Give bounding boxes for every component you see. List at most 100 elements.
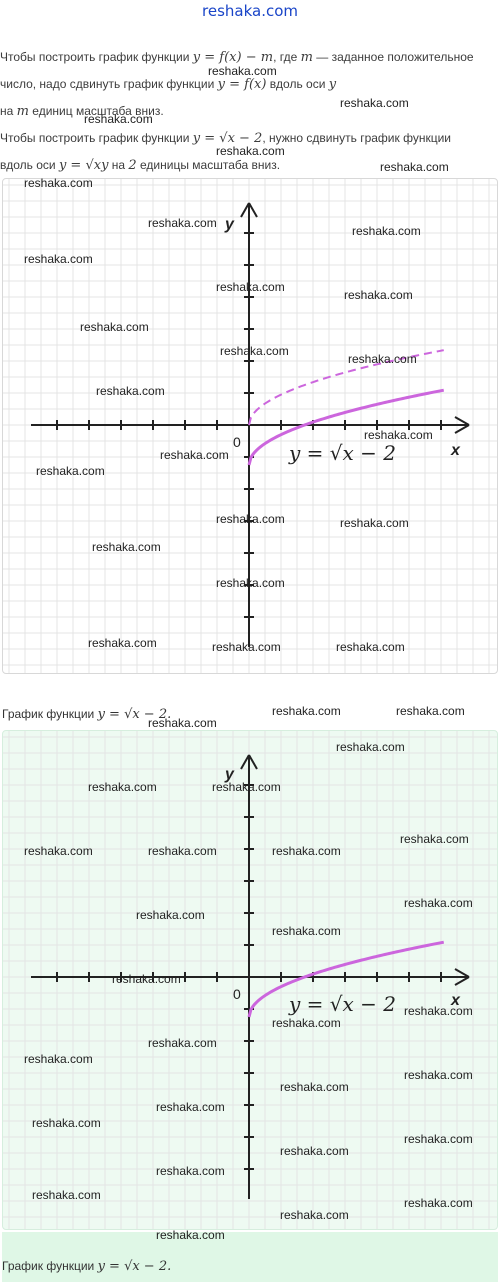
text-fragment: , где: [273, 50, 301, 64]
watermark: reshaka.com: [400, 832, 469, 846]
watermark: reshaka.com: [32, 1116, 101, 1130]
y-axis-label: y: [224, 766, 235, 783]
watermark: reshaka.com: [396, 704, 465, 718]
watermark: reshaka.com: [88, 780, 157, 794]
watermark: reshaka.com: [364, 428, 433, 442]
watermark: reshaka.com: [336, 740, 405, 754]
text-fragment: на: [108, 158, 129, 172]
math-formula: y = √x − 2: [192, 131, 263, 146]
watermark: reshaka.com: [220, 344, 289, 358]
paragraph-specific-shift: Чтобы построить график функции y = √x − …: [0, 125, 496, 179]
watermark: reshaka.com: [344, 288, 413, 302]
text-fragment: единиц масштаба вниз.: [28, 104, 164, 118]
watermark: reshaka.com: [336, 640, 405, 654]
watermark: reshaka.com: [216, 576, 285, 590]
watermark: reshaka.com: [24, 176, 93, 190]
text-fragment: , нужно сдвинуть график функции: [262, 131, 451, 145]
watermark: reshaka.com: [88, 636, 157, 650]
math-formula: y: [101, 158, 109, 173]
watermark: reshaka.com: [148, 844, 217, 858]
watermark: reshaka.com: [148, 1036, 217, 1050]
explanation-text: Чтобы построить график функции y = f(x) …: [0, 44, 496, 179]
origin-label: 0: [233, 986, 241, 1002]
watermark: reshaka.com: [272, 704, 341, 718]
watermark: reshaka.com: [148, 716, 217, 730]
graph-figure-2: y x 0 y = √x − 2: [2, 730, 498, 1230]
figure-caption-2: График функции y = √x − 2.: [2, 1232, 498, 1282]
watermark: reshaka.com: [272, 1016, 341, 1030]
watermark: reshaka.com: [24, 844, 93, 858]
watermark: reshaka.com: [148, 216, 217, 230]
math-formula: y = √x: [58, 158, 102, 173]
x-axis-arrow: [454, 416, 470, 434]
caption-text: График функции: [2, 707, 98, 721]
watermark: reshaka.com: [36, 464, 105, 478]
y-axis-arrow: [240, 202, 258, 218]
text-fragment: единицы масштаба вниз.: [136, 158, 281, 172]
watermark: reshaka.com: [208, 64, 277, 78]
axes: [31, 754, 470, 1199]
y-axis-arrow: [240, 754, 258, 770]
site-header-link[interactable]: reshaka.com: [202, 2, 298, 20]
function-label: y = √x − 2: [288, 441, 396, 465]
watermark: reshaka.com: [404, 1004, 473, 1018]
watermark: reshaka.com: [32, 1188, 101, 1202]
math-formula: y: [328, 77, 337, 92]
math-formula: 2: [128, 158, 137, 173]
figure-caption-1: График функции y = √x − 2.: [2, 704, 171, 725]
text-fragment: — заданное положительное число, надо сдв…: [0, 50, 474, 91]
watermark: reshaka.com: [404, 896, 473, 910]
watermark: reshaka.com: [380, 160, 449, 174]
text-fragment: на: [0, 104, 17, 118]
text-fragment: вдоль оси: [0, 158, 59, 172]
curve-sqrt-x-minus-2: [247, 388, 445, 466]
paragraph-shift-rule: Чтобы построить график функции y = f(x) …: [0, 44, 496, 125]
watermark: reshaka.com: [340, 96, 409, 110]
math-formula: m: [16, 104, 29, 119]
watermark: reshaka.com: [280, 1144, 349, 1158]
caption-math: y = √x − 2.: [97, 1259, 172, 1274]
watermark: reshaka.com: [404, 1196, 473, 1210]
watermark: reshaka.com: [96, 384, 165, 398]
watermark: reshaka.com: [156, 1228, 225, 1242]
text-fragment: Чтобы построить график функции: [0, 131, 193, 145]
text-fragment: вдоль оси: [266, 77, 329, 91]
watermark: reshaka.com: [80, 320, 149, 334]
curve-sqrt-x-minus-2: [247, 940, 445, 1018]
watermark: reshaka.com: [404, 1132, 473, 1146]
watermark: reshaka.com: [156, 1164, 225, 1178]
x-axis-arrow: [454, 968, 470, 986]
watermark: reshaka.com: [160, 448, 229, 462]
origin-label: 0: [233, 434, 241, 450]
math-formula: y = f(x): [217, 77, 267, 92]
watermark: reshaka.com: [212, 780, 281, 794]
math-formula: y = f(x) − m: [192, 50, 274, 65]
x-axis-label: x: [450, 992, 461, 1009]
watermark: reshaka.com: [280, 1080, 349, 1094]
watermark: reshaka.com: [216, 144, 285, 158]
watermark: reshaka.com: [212, 640, 281, 654]
x-axis-label: x: [450, 442, 461, 459]
watermark: reshaka.com: [112, 972, 181, 986]
curves: [247, 940, 445, 1018]
graph-canvas-1: y x 0 y = √x − 2: [3, 179, 497, 673]
watermark: reshaka.com: [24, 1052, 93, 1066]
watermark: reshaka.com: [272, 924, 341, 938]
watermark: reshaka.com: [348, 352, 417, 366]
math-formula: m: [300, 50, 313, 65]
watermark: reshaka.com: [404, 1068, 473, 1082]
watermark: reshaka.com: [352, 224, 421, 238]
caption-math: y = √x − 2.: [97, 707, 172, 722]
watermark: reshaka.com: [156, 1100, 225, 1114]
watermark: reshaka.com: [216, 512, 285, 526]
watermark: reshaka.com: [216, 280, 285, 294]
watermark: reshaka.com: [272, 844, 341, 858]
graph-canvas-2: y x 0 y = √x − 2: [3, 731, 497, 1229]
watermark: reshaka.com: [340, 516, 409, 530]
watermark: reshaka.com: [136, 908, 205, 922]
watermark: reshaka.com: [24, 252, 93, 266]
curves: [247, 349, 445, 466]
dashed-curve-sqrt-x: [248, 349, 444, 426]
function-label: y = √x − 2: [288, 992, 396, 1016]
caption-text: График функции: [2, 1259, 98, 1273]
